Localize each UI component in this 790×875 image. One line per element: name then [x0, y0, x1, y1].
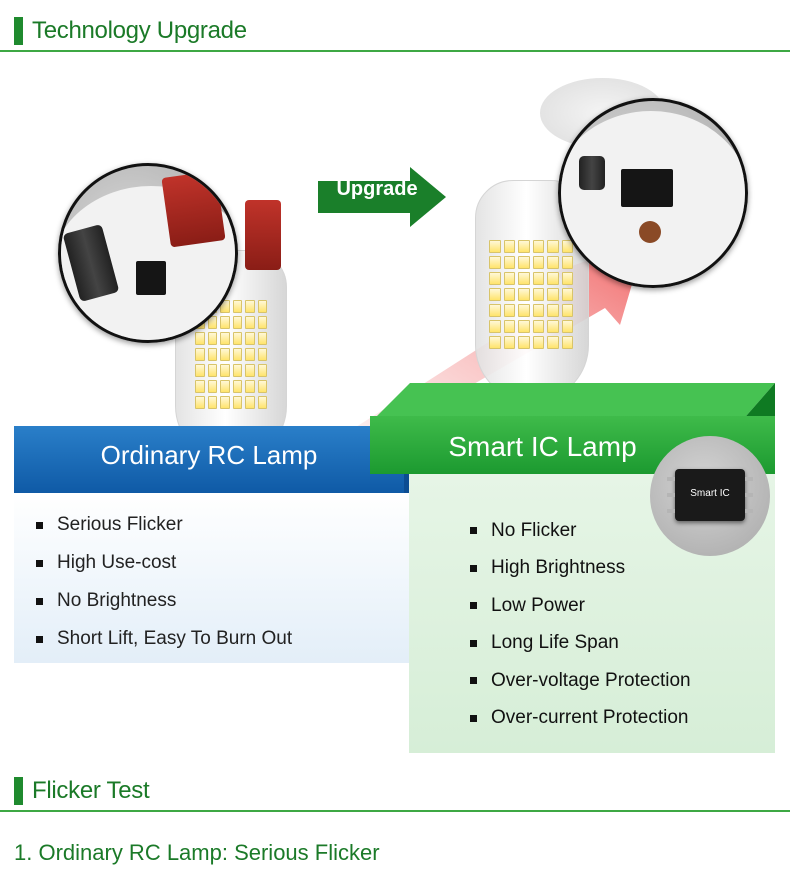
- list-item: High Use-cost: [36, 544, 292, 582]
- smart-feature: High Brightness: [491, 557, 626, 579]
- rc-feature: Serious Flicker: [57, 514, 183, 535]
- bullet-icon: [470, 564, 477, 572]
- ic-chip-icon: [667, 469, 753, 521]
- bullet-icon: [470, 602, 477, 610]
- rc-feature-panel: [14, 493, 409, 663]
- list-item: Over-voltage Protection: [470, 662, 691, 700]
- list-item: Long Life Span: [470, 625, 691, 663]
- header-divider: [0, 810, 790, 812]
- rc-feature: No Brightness: [57, 590, 177, 611]
- list-item: Short Lift, Easy To Burn Out: [36, 620, 292, 658]
- smart-feature: Low Power: [491, 594, 585, 616]
- smart-feature: Over-voltage Protection: [491, 669, 691, 691]
- smart-circuit-magnifier: [558, 98, 748, 288]
- red-capacitor: [245, 200, 281, 270]
- bullet-icon: [470, 714, 477, 722]
- led-array: [489, 240, 573, 349]
- bullet-icon: [36, 597, 43, 605]
- smart-feature-list: No Flicker High Brightness Low Power Lon…: [470, 512, 691, 737]
- rc-feature-list: Serious Flicker High Use-cost No Brightn…: [36, 506, 292, 658]
- rc-feature: High Use-cost: [57, 552, 177, 573]
- section-header-flicker: Flicker Test: [14, 776, 150, 806]
- ic-chip-label: Smart IC: [690, 488, 730, 499]
- upgrade-arrow: [318, 167, 446, 227]
- list-item: Serious Flicker: [36, 506, 292, 544]
- bullet-icon: [36, 635, 43, 643]
- flicker-test-item: 1. Ordinary RC Lamp: Serious Flicker: [14, 840, 380, 865]
- list-item: No Flicker: [470, 512, 691, 550]
- header-accent-bar: [14, 777, 23, 805]
- smart-feature: No Flicker: [491, 519, 577, 541]
- bullet-icon: [36, 559, 43, 567]
- bullet-icon: [36, 521, 43, 529]
- smart-lamp-title: Smart IC Lamp: [448, 431, 637, 462]
- header-divider: [0, 50, 790, 52]
- list-item: Low Power: [470, 587, 691, 625]
- bullet-icon: [470, 677, 477, 685]
- smart-feature: Long Life Span: [491, 632, 619, 654]
- section-title-flicker: Flicker Test: [32, 777, 150, 804]
- bullet-icon: [470, 527, 477, 535]
- rc-lamp-title: Ordinary RC Lamp: [100, 440, 318, 470]
- rc-lamp-banner: [14, 426, 404, 493]
- section-header-technology: Technology Upgrade: [14, 16, 247, 46]
- upgrade-label: Upgrade: [336, 178, 418, 200]
- section-title-technology: Technology Upgrade: [32, 17, 247, 44]
- list-item: Over-current Protection: [470, 700, 691, 738]
- rc-feature: Short Lift, Easy To Burn Out: [57, 628, 293, 649]
- header-accent-bar: [14, 17, 23, 45]
- list-item: High Brightness: [470, 550, 691, 588]
- list-item: No Brightness: [36, 582, 292, 620]
- bullet-icon: [470, 639, 477, 647]
- smart-feature: Over-current Protection: [491, 707, 689, 729]
- rc-circuit-magnifier: [58, 163, 238, 343]
